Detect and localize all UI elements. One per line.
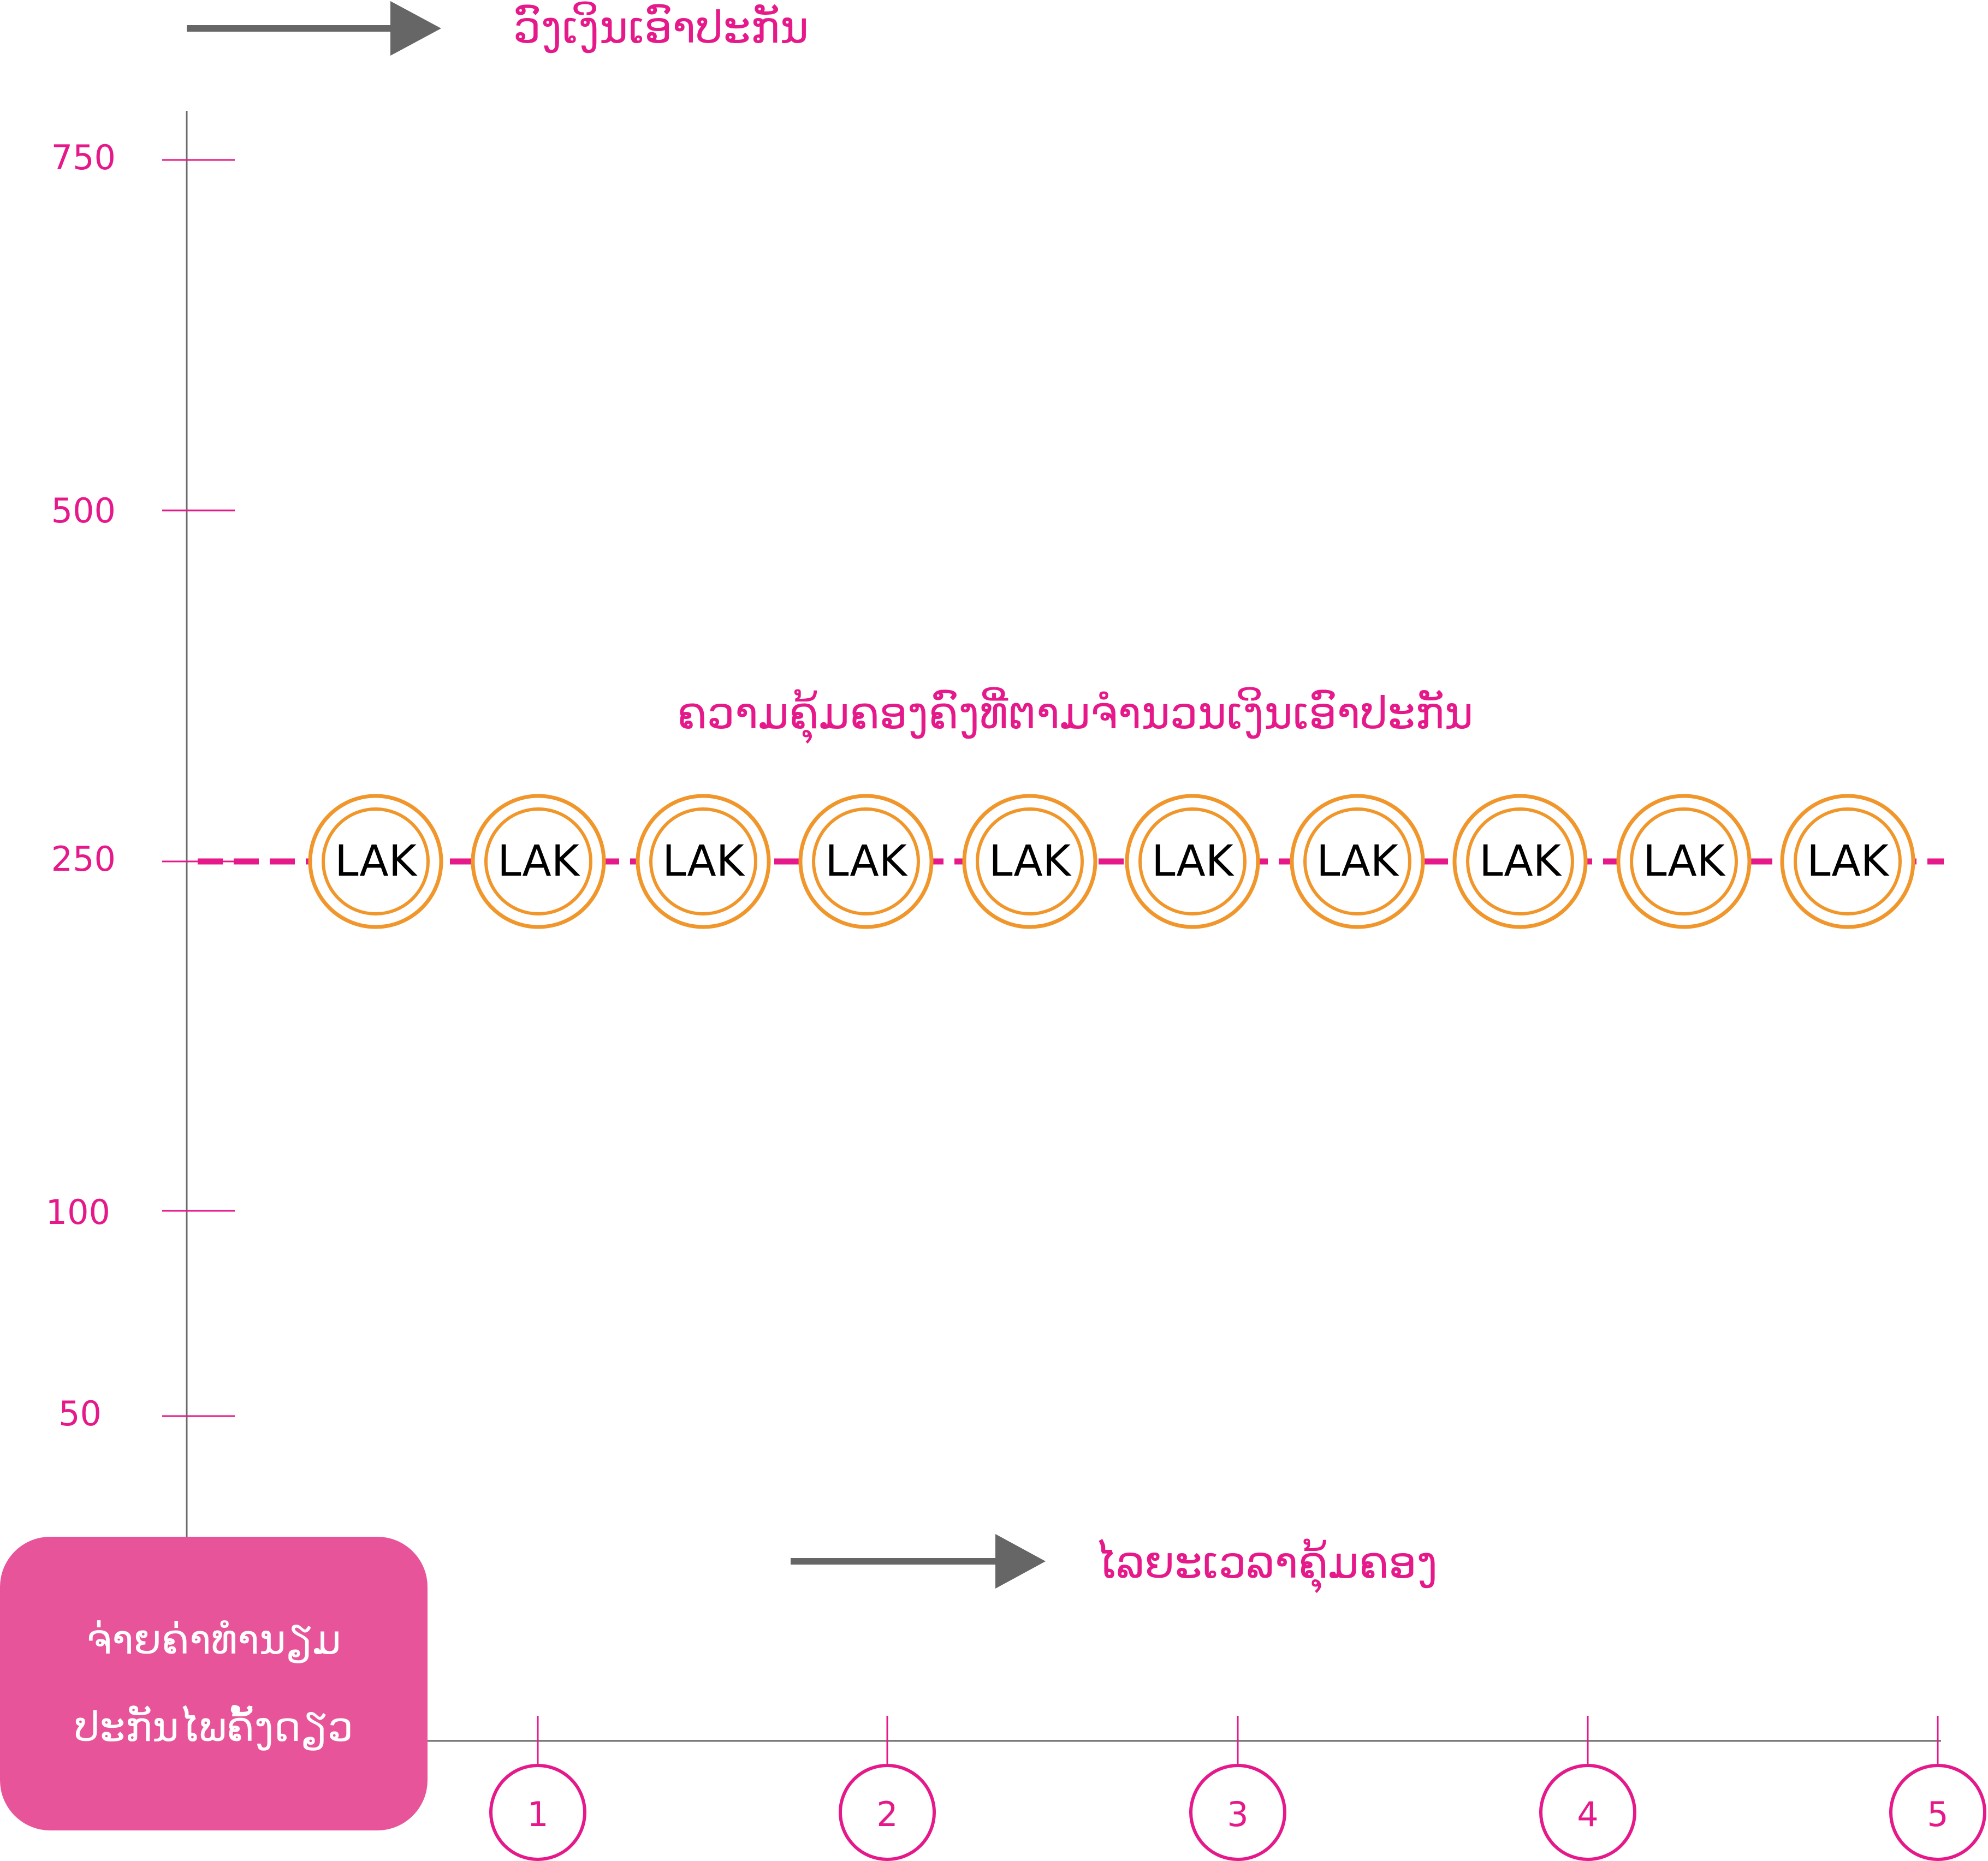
coin-icon: LAK bbox=[798, 794, 934, 929]
badge-line-2: ປະກັນໄພຄັ້ງດຽວ bbox=[74, 1704, 353, 1751]
coin-label: LAK bbox=[1807, 837, 1890, 886]
coin-label: LAK bbox=[1152, 837, 1235, 886]
y-tick-label-100: 100 bbox=[46, 1192, 110, 1232]
coin-outer-ring bbox=[471, 794, 606, 929]
y-tick-label-750: 750 bbox=[51, 138, 116, 177]
x-tick-label-5: 5 bbox=[1927, 1794, 1948, 1834]
coin-icon: LAK bbox=[636, 794, 771, 929]
coin-label: LAK bbox=[662, 837, 745, 886]
coin-outer-ring bbox=[962, 794, 1097, 929]
arrow-head bbox=[390, 1, 441, 56]
coin-inner-ring bbox=[1303, 807, 1411, 915]
coin-label: LAK bbox=[497, 837, 580, 886]
coin-icon: LAK bbox=[1125, 794, 1260, 929]
y-tick-label-500: 500 bbox=[51, 491, 116, 531]
coin-label: LAK bbox=[825, 837, 908, 886]
coin-inner-ring bbox=[484, 807, 592, 915]
coin-inner-ring bbox=[322, 807, 430, 915]
x-axis-ticks: 1 2 3 4 5 bbox=[489, 1716, 1986, 1861]
coverage-period-label: ໄລຍະເວລາຄຸ້ມຄອງ bbox=[1095, 1537, 1438, 1594]
sum-insured-label: ວົງເງິນເອົາປະກັນ bbox=[513, 2, 809, 53]
single-premium-badge: ຈ່າຍຄ່າທຳນຽມ ປະກັນໄພຄັ້ງດຽວ bbox=[0, 1537, 428, 1830]
x-tick-circle-4 bbox=[1539, 1764, 1636, 1861]
coin-label: LAK bbox=[1316, 837, 1399, 886]
coin-inner-ring bbox=[812, 807, 920, 915]
sum-insured-arrow bbox=[187, 1, 441, 56]
coin-outer-ring bbox=[1125, 794, 1260, 929]
coin-icon: LAK bbox=[962, 794, 1097, 929]
coin-outer-ring bbox=[1616, 794, 1752, 929]
coin-icon: LAK bbox=[308, 794, 443, 929]
coin-outer-ring bbox=[308, 794, 443, 929]
coin-icon: LAK bbox=[1616, 794, 1752, 929]
x-tick-circle-5 bbox=[1889, 1764, 1986, 1861]
y-tick-label-50: 50 bbox=[58, 1394, 102, 1434]
x-tick-label-2: 2 bbox=[876, 1794, 898, 1834]
coin-inner-ring bbox=[1466, 807, 1574, 915]
badge-line-1: ຈ່າຍຄ່າທຳນຽມ bbox=[86, 1616, 341, 1663]
arrow-head bbox=[995, 1534, 1046, 1589]
coin-outer-ring bbox=[636, 794, 771, 929]
coin-label: LAK bbox=[1643, 837, 1726, 886]
coin-label: LAK bbox=[335, 837, 418, 886]
coin-icon: LAK bbox=[471, 794, 606, 929]
x-tick-circle-1 bbox=[489, 1764, 586, 1861]
x-tick-label-3: 3 bbox=[1227, 1794, 1248, 1834]
coin-label: LAK bbox=[989, 837, 1072, 886]
coin-outer-ring bbox=[1290, 794, 1425, 929]
coin-inner-ring bbox=[649, 807, 757, 915]
coin-icon: LAK bbox=[1290, 794, 1425, 929]
x-tick-label-4: 4 bbox=[1577, 1794, 1598, 1834]
coin-label: LAK bbox=[1479, 837, 1562, 886]
coin-icon: LAK bbox=[1452, 794, 1588, 929]
coin-outer-ring bbox=[1452, 794, 1588, 929]
x-tick-circle-2 bbox=[839, 1764, 936, 1861]
x-tick-circle-3 bbox=[1189, 1764, 1286, 1861]
y-tick-label-250: 250 bbox=[51, 839, 116, 879]
coin-inner-ring bbox=[1630, 807, 1738, 915]
coin-outer-ring bbox=[1780, 794, 1915, 929]
coin-icon: LAK bbox=[1780, 794, 1915, 929]
coverage-line-label: ຄວາມຄຸ້ມຄອງຄົງທີ່ຕາມຈຳນວນເງິນເອົາປະກັນ bbox=[677, 687, 1473, 744]
coin-row: LAK LAK LAK LAK LAK LAK LAK LAK LAK LAK bbox=[308, 794, 1915, 929]
x-tick-label-1: 1 bbox=[527, 1794, 548, 1834]
coin-outer-ring bbox=[798, 794, 934, 929]
coin-inner-ring bbox=[1138, 807, 1247, 915]
y-axis-ticks bbox=[162, 159, 235, 1417]
coin-inner-ring bbox=[976, 807, 1084, 915]
coverage-period-arrow bbox=[791, 1534, 1046, 1589]
coin-inner-ring bbox=[1794, 807, 1902, 915]
